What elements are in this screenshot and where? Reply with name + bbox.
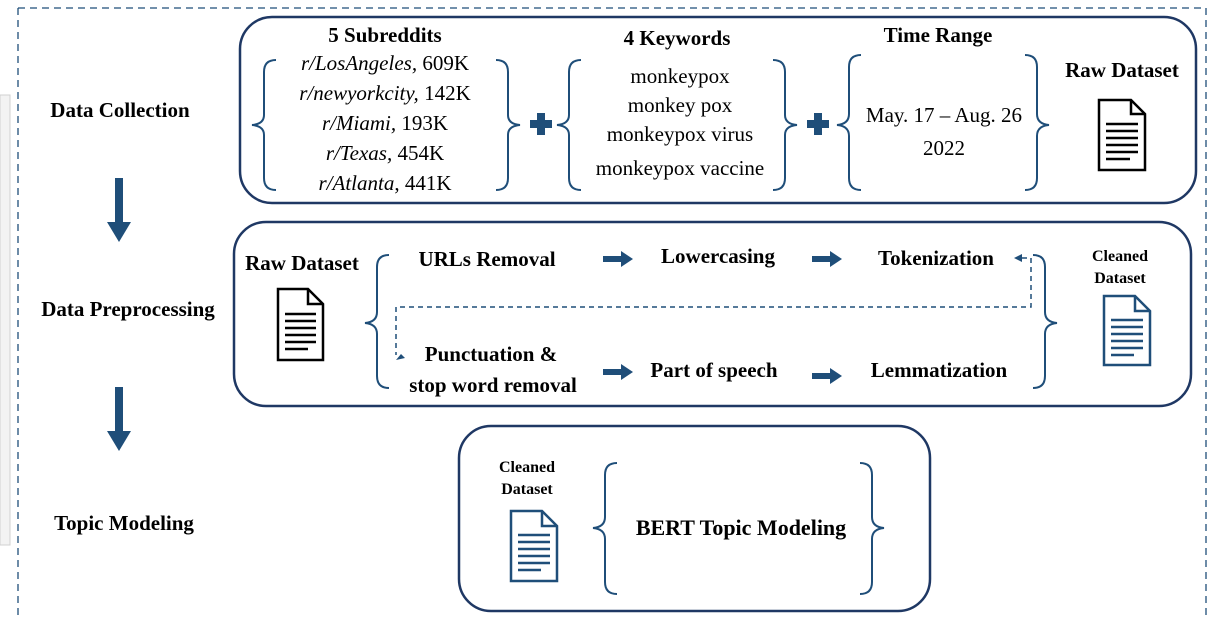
step-lemmatization: Lemmatization (871, 358, 1008, 382)
subreddit-item: r/Atlanta, 441K (318, 171, 451, 195)
step-punctuation: Punctuation & (425, 342, 557, 366)
brace-right (1032, 254, 1058, 389)
time-range-title: Time Range (884, 23, 993, 47)
side-strip (0, 94, 11, 546)
subreddit-count: 142K (424, 81, 471, 105)
subreddit-item: r/newyorkcity, 142K (299, 81, 470, 105)
subreddit-name: r/LosAngeles, (301, 51, 417, 75)
subreddit-name: r/newyorkcity, (299, 81, 419, 105)
time-range-dates: May. 17 – Aug. 26 (866, 103, 1022, 127)
stage-label-preprocessing: Data Preprocessing (41, 297, 215, 321)
time-range-year: 2022 (923, 136, 965, 160)
brace-right (859, 462, 885, 595)
step-tokenization: Tokenization (878, 246, 994, 270)
subreddit-item: r/LosAngeles, 609K (301, 51, 469, 75)
plus-icon (530, 113, 552, 135)
loop-arrowhead-icon (396, 354, 405, 360)
loop-connector (395, 257, 1032, 355)
brace-left (836, 54, 862, 191)
raw-dataset-label: Raw Dataset (1065, 58, 1179, 82)
right-arrow-icon (603, 251, 633, 267)
stage-label-topic-modeling: Topic Modeling (54, 511, 194, 535)
cleaned-dataset-label: Cleaned (1092, 248, 1148, 265)
subreddit-name: r/Texas, (326, 141, 392, 165)
step-urls-removal: URLs Removal (418, 247, 555, 271)
cleaned-dataset-label: Dataset (1094, 270, 1146, 287)
keyword-item: monkeypox (630, 64, 730, 88)
brace-right (772, 59, 798, 191)
subreddit-count: 193K (401, 111, 448, 135)
brace-left (251, 59, 277, 191)
collection-box (238, 15, 1198, 205)
stage-label-collection: Data Collection (50, 98, 190, 122)
down-arrow-icon (107, 178, 131, 242)
subreddit-name: r/Miami, (322, 111, 396, 135)
keywords-title: 4 Keywords (624, 26, 731, 50)
document-icon (509, 509, 559, 583)
down-arrow-icon (107, 387, 131, 451)
plus-icon (807, 113, 829, 135)
cleaned-dataset-label: Cleaned (499, 459, 555, 476)
cleaned-dataset-label: Dataset (501, 481, 553, 498)
preprocessing-box (232, 220, 1193, 408)
document-icon (1102, 294, 1152, 367)
right-arrow-icon (812, 368, 842, 384)
brace-left (556, 59, 582, 191)
bert-topic-modeling-label: BERT Topic Modeling (636, 515, 846, 540)
topic-modeling-box (457, 424, 932, 613)
keyword-item: monkeypox vaccine (596, 156, 765, 180)
brace-left (364, 254, 390, 389)
subreddit-count: , 441K (394, 171, 451, 195)
subreddit-count: 609K (422, 51, 469, 75)
subreddit-list: r/LosAngeles, 609K r/newyorkcity, 142K r… (299, 51, 470, 195)
right-arrow-icon (812, 251, 842, 267)
document-icon (1097, 98, 1147, 172)
brace-left (592, 462, 618, 595)
brace-right (1024, 54, 1050, 191)
keyword-item: monkeypox virus (607, 122, 753, 146)
subreddit-name: r/Atlanta (318, 171, 394, 195)
keyword-item: monkey pox (628, 93, 733, 117)
subreddit-item: r/Texas, 454K (326, 141, 444, 165)
right-arrow-icon (603, 364, 633, 380)
step-part-of-speech: Part of speech (650, 358, 777, 382)
brace-right (495, 59, 521, 191)
step-lowercasing: Lowercasing (661, 244, 775, 268)
subreddits-title: 5 Subreddits (328, 23, 441, 47)
keyword-list: monkeypox monkey pox monkeypox virus mon… (596, 64, 765, 180)
document-icon (276, 287, 325, 362)
step-stopword-removal: stop word removal (409, 373, 577, 397)
subreddit-count: 454K (397, 141, 444, 165)
subreddit-item: r/Miami, 193K (322, 111, 448, 135)
loop-arrowhead-icon (1014, 254, 1022, 262)
raw-dataset-label: Raw Dataset (245, 251, 359, 275)
